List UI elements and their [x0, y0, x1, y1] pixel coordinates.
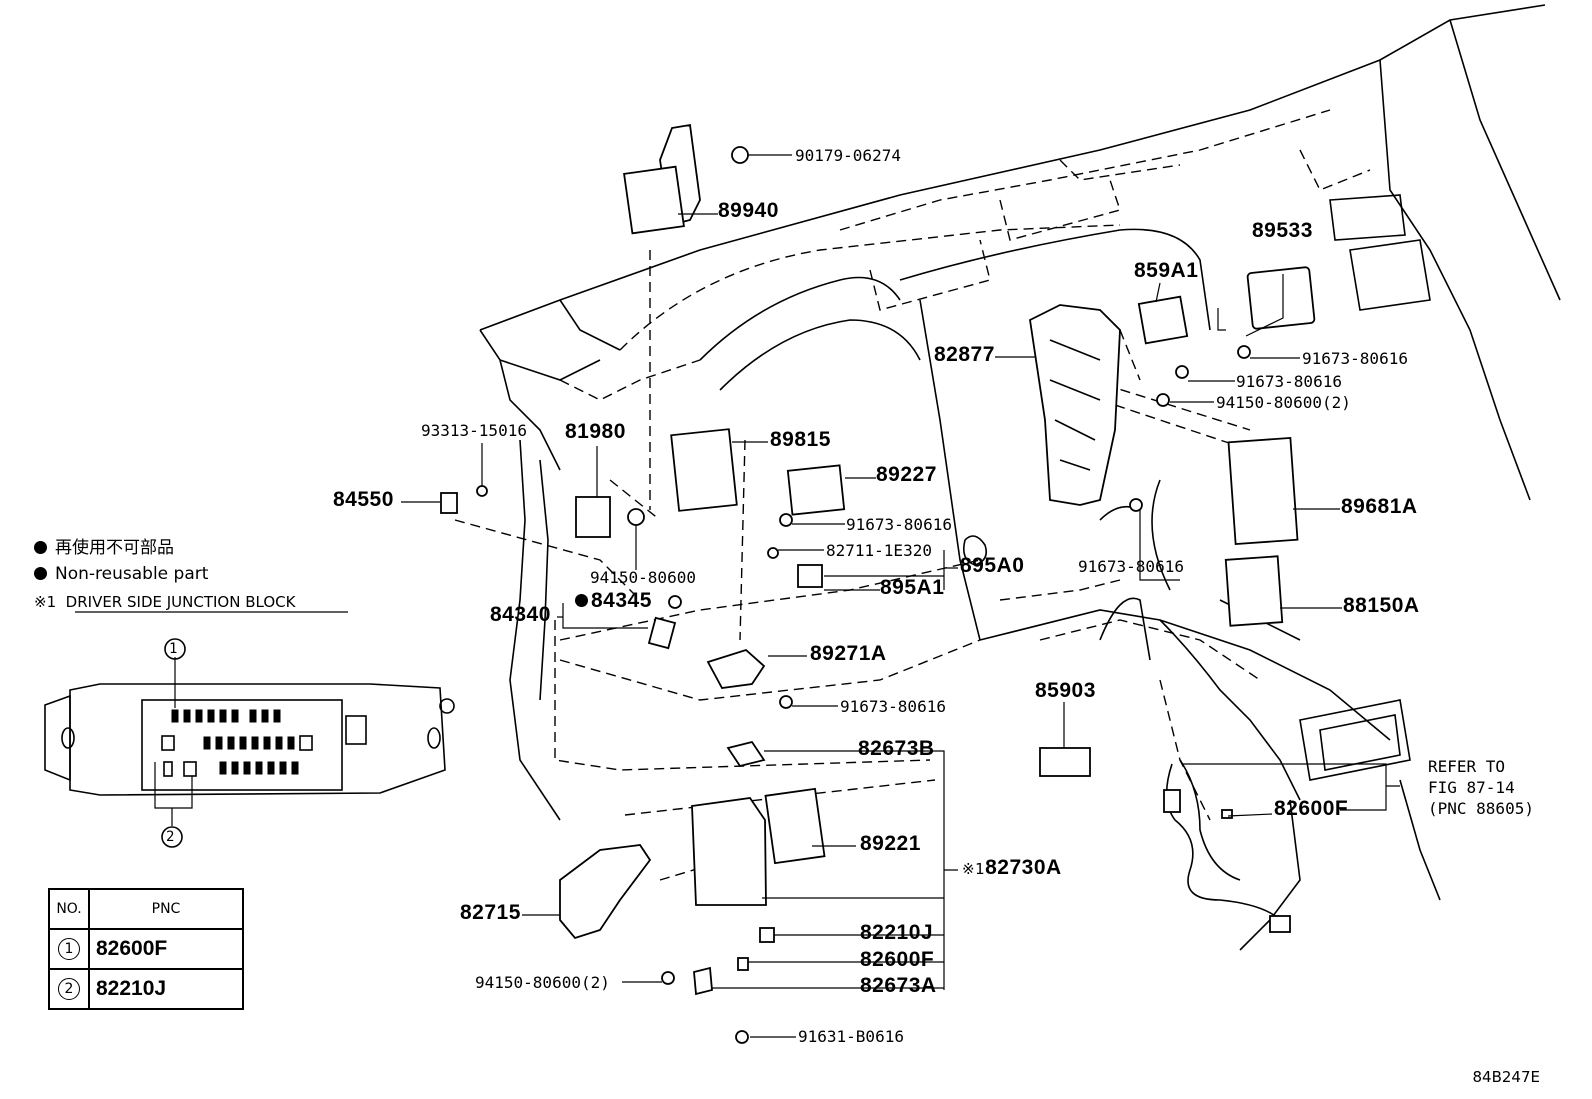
- label-84340: 84340: [490, 603, 551, 626]
- cover-82210J: [759, 927, 775, 943]
- header-no: NO.: [48, 888, 90, 930]
- junction-block-82730A: [691, 787, 826, 906]
- bullet-icon: [34, 567, 47, 580]
- pnc-table-header: NO. PNC: [48, 888, 244, 930]
- relay-895A1: [797, 564, 823, 588]
- label-91673-80616-d: 91673-80616: [1078, 557, 1184, 576]
- label-82711-1E320: 82711-1E320: [826, 541, 932, 560]
- row-pnc: 82600F: [88, 928, 244, 970]
- non-reusable-icon: [575, 594, 588, 607]
- label-82600F: 82600F: [860, 948, 935, 971]
- nut-94150-80600: [627, 508, 645, 526]
- label-84550: 84550: [333, 488, 394, 511]
- bracket-82877: [1029, 304, 1121, 506]
- label-refer-pnc: (PNC 88605): [1428, 799, 1534, 818]
- figure-id: 84B247E: [1472, 1068, 1541, 1086]
- note-junction-block: ※1 DRIVER SIDE JUNCTION BLOCK: [34, 593, 296, 611]
- dashboard-outline: [479, 4, 1561, 951]
- module-89681A: [1227, 437, 1299, 545]
- inset-callout-2: 2: [166, 829, 175, 845]
- module-89533: [1246, 266, 1316, 330]
- label-89681A: 89681A: [1341, 495, 1418, 518]
- label-82877: 82877: [934, 343, 995, 366]
- module-88150A: [1224, 555, 1284, 627]
- leader-lines: [401, 154, 1400, 1038]
- table-row: 2 82210J: [48, 968, 244, 1010]
- fuse-82600F: [737, 957, 749, 971]
- legend-en: Non-reusable part: [34, 564, 208, 584]
- label-89533: 89533: [1252, 219, 1313, 242]
- label-895A0: 895A0: [960, 554, 1025, 577]
- inset-callout-1: 1: [169, 641, 178, 657]
- clip-90179-06274: [731, 146, 749, 164]
- label-82673A: 82673A: [860, 974, 937, 997]
- header-pnc: PNC: [88, 888, 244, 930]
- label-82673B: 82673B: [858, 737, 935, 760]
- label-91673-80616-c: 91673-80616: [846, 515, 952, 534]
- label-859A1: 859A1: [1134, 259, 1199, 282]
- label-refer-fig: FIG 87-14: [1428, 778, 1515, 797]
- label-91673-80616-a: 91673-80616: [1302, 349, 1408, 368]
- sensor-89271A: [706, 648, 766, 689]
- module-89815: [670, 428, 738, 512]
- label-89815: 89815: [770, 428, 831, 451]
- label-82730A: ※182730A: [962, 856, 1062, 879]
- label-89221: 89221: [860, 832, 921, 855]
- label-91673-80616-b: 91673-80616: [1236, 372, 1342, 391]
- bolts-91673: [735, 345, 1251, 1044]
- junction-block-inset: [44, 638, 455, 848]
- pnc-table: NO. PNC 1 82600F 2 82210J: [48, 888, 244, 1010]
- relay-89940: [623, 123, 701, 235]
- label-85903: 85903: [1035, 679, 1096, 702]
- bracket-82715: [559, 844, 652, 940]
- buzzer-85903: [1039, 747, 1091, 777]
- label-94150-80600: 94150-80600: [590, 568, 696, 587]
- clip-82711-1E320: [767, 547, 779, 559]
- sensor-89227: [786, 464, 846, 516]
- label-82210J: 82210J: [860, 921, 934, 944]
- switch-84550: [440, 492, 458, 514]
- label-895A1: 895A1: [880, 576, 945, 599]
- bracket-82673B: [726, 740, 766, 768]
- label-refer-to: REFER TO: [1428, 757, 1506, 776]
- legend-jp: 再使用不可部品: [34, 538, 174, 558]
- clip-84345: [668, 595, 682, 609]
- nut-94150-80600-2: [661, 971, 675, 985]
- label-88150A: 88150A: [1343, 594, 1420, 617]
- label-91631-B0616: 91631-B0616: [798, 1027, 904, 1046]
- bullet-icon: [34, 541, 47, 554]
- row-number: 2: [58, 978, 80, 1000]
- screw-93313-15016: [476, 485, 488, 497]
- label-91673-80616-e: 91673-80616: [840, 697, 946, 716]
- label-81980: 81980: [565, 420, 626, 443]
- row-pnc: 82210J: [88, 968, 244, 1010]
- label-89940: 89940: [718, 199, 779, 222]
- harness-82600F: [1163, 759, 1291, 933]
- label-90179-06274: 90179-06274: [795, 146, 901, 165]
- label-94150-80600-2b: 94150-80600(2): [475, 973, 610, 992]
- label-84345: 84345: [575, 590, 652, 611]
- row-number: 1: [58, 938, 80, 960]
- label-93313-15016: 93313-15016: [421, 421, 527, 440]
- switch-81980: [575, 496, 611, 538]
- module-859A1: [1137, 295, 1189, 345]
- label-82715: 82715: [460, 901, 521, 924]
- bracket-82673A: [693, 966, 713, 996]
- label-82600F-harness: 82600F: [1274, 797, 1349, 820]
- table-row: 1 82600F: [48, 928, 244, 970]
- switch-84340: [647, 616, 677, 650]
- label-89227: 89227: [876, 463, 937, 486]
- label-89271A: 89271A: [810, 642, 887, 665]
- label-94150-80600-2a: 94150-80600(2): [1216, 393, 1351, 412]
